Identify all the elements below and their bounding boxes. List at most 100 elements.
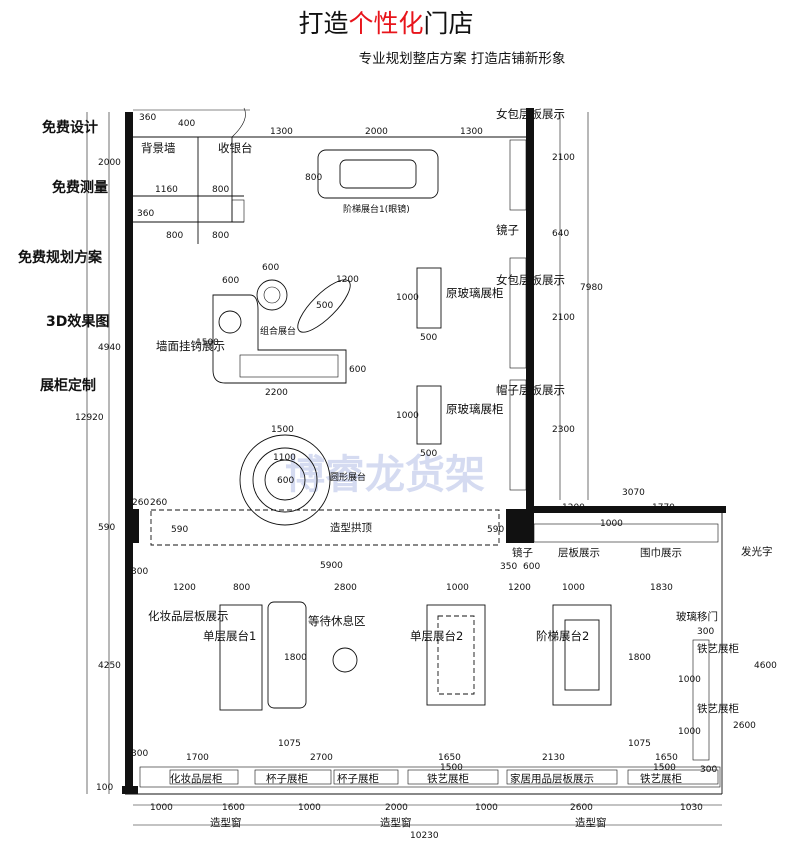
glass-door-label: 玻璃移门: [676, 610, 718, 623]
dim-label: 5900: [320, 561, 343, 571]
dim-label: 1650: [438, 753, 461, 763]
women-bag-shelf-b: 女包层板展示: [496, 273, 565, 287]
dim-label: 400: [178, 119, 195, 129]
glass-cabinet-1-label: 原玻璃展柜: [446, 286, 504, 300]
dim-label: 300: [697, 627, 714, 637]
dim-label: 1000: [298, 803, 321, 813]
dim-label: 1000: [678, 727, 701, 737]
dim-label: 1000: [678, 675, 701, 685]
dim-label: 2300: [552, 425, 575, 435]
dim-label: 2600: [570, 803, 593, 813]
step-stand-2-label: 阶梯展台2: [536, 629, 589, 643]
dim-label: 1800: [628, 653, 651, 663]
bottom-home-goods: 家居用品层板展示: [510, 772, 594, 785]
dim-label: 1830: [650, 583, 673, 593]
dim-label: 1030: [680, 803, 703, 813]
dim-label: 1800: [284, 653, 307, 663]
dim-label: 600: [262, 263, 279, 273]
dim-label: 3070: [622, 488, 645, 498]
dim-label: 1500: [440, 763, 463, 773]
side-label-free-measure: 免费测量: [52, 179, 108, 196]
window-c-label: 造型窗: [575, 816, 607, 829]
dim-label: 1000: [396, 411, 419, 421]
side-label-free-design: 免费设计: [42, 119, 98, 136]
dim-label: 2100: [552, 313, 575, 323]
back-wall-label: 背景墙: [141, 141, 176, 155]
right-pillar: [506, 509, 534, 543]
dim-label: 1100: [273, 453, 296, 463]
dim-label: 500: [420, 449, 437, 459]
combo-stand-label: 组合展台: [260, 325, 296, 337]
step-stand-1-label: 阶梯展台1(眼镜): [343, 203, 410, 215]
dim-label: 600: [349, 365, 366, 375]
dim-label: 1000: [562, 583, 585, 593]
window-a-label: 造型窗: [210, 816, 242, 829]
dim-label: 1000: [446, 583, 469, 593]
scarf-display-label: 围巾展示: [640, 546, 682, 559]
dim-label: 1650: [655, 753, 678, 763]
dim-label: 2600: [733, 721, 756, 731]
dim-label: 12920: [75, 413, 104, 423]
dim-label: 1000: [396, 293, 419, 303]
dim-label: 2700: [310, 753, 333, 763]
dim-label: 590: [487, 525, 504, 535]
dim-label: 10230: [410, 831, 439, 841]
side-label-3d: 3D效果图: [46, 313, 109, 330]
dim-label: 600: [523, 562, 540, 572]
extension-top-wall: [534, 506, 726, 513]
dim-label: 4250: [98, 661, 121, 671]
dim-label: 1300: [460, 127, 483, 137]
dim-label: 300: [131, 567, 148, 577]
dim-label: 2000: [385, 803, 408, 813]
dim-label: 2200: [265, 388, 288, 398]
dim-label: 600: [222, 276, 239, 286]
iron-cabinet-b: 铁艺展柜: [697, 702, 739, 715]
dim-label: 1000: [150, 803, 173, 813]
dim-label: 2000: [365, 127, 388, 137]
glass-cabinet-2-label: 原玻璃展柜: [446, 402, 504, 416]
dim-label: 360: [139, 113, 156, 123]
page-title: 打造个性化门店: [298, 9, 473, 38]
glass-cabinet-2: [416, 385, 442, 445]
lightbox-label: 发光字: [741, 545, 773, 558]
dim-label: 1600: [222, 803, 245, 813]
bottom-cup-cabinet-a: 杯子展柜: [266, 772, 308, 785]
single-stand-1: [219, 604, 263, 711]
dim-label: 800: [166, 231, 183, 241]
dim-label: 300: [131, 749, 148, 759]
step-stand-1: [317, 149, 439, 199]
waiting-area-label: 等待休息区: [308, 614, 366, 628]
single-stand-2-label: 单层展台2: [410, 629, 463, 643]
glass-cabinet-1: [416, 267, 442, 329]
dim-label: 7980: [580, 283, 603, 293]
dim-label: 640: [552, 229, 569, 239]
dim-label: 600: [277, 476, 294, 486]
dim-label: 260: [132, 498, 149, 508]
step-stand-2: [552, 604, 612, 706]
bottom-cosmetic-cabinet: 化妆品层柜: [170, 772, 223, 785]
hat-shelf: 帽子层板展示: [496, 383, 565, 397]
women-bag-shelf-a: 女包层板展示: [496, 107, 565, 121]
arch-ceiling-label: 造型拱顶: [330, 521, 372, 534]
round-stand-label: 圆形展台: [330, 471, 366, 483]
bottom-iron-cabinet: 铁艺展柜: [427, 772, 469, 785]
dim-label: 260: [150, 498, 167, 508]
combo-stand: [212, 294, 347, 384]
dim-label: 1075: [278, 739, 301, 749]
dim-label: 350: [500, 562, 517, 572]
dim-label: 2100: [552, 153, 575, 163]
page-subtitle: 专业规划整店方案 打造店铺新形象: [359, 50, 566, 67]
wall-hook-label: 墙面挂钩展示: [156, 339, 225, 353]
dim-label: 800: [212, 231, 229, 241]
mirror-2-label: 镜子: [512, 546, 533, 559]
dim-label: 1770: [652, 503, 675, 513]
side-label-custom-cabinet: 展柜定制: [40, 377, 96, 394]
dim-label: 1200: [508, 583, 531, 593]
cashier-label: 收银台: [218, 141, 253, 155]
dim-label: 1200: [336, 275, 359, 285]
corner-block: [122, 786, 138, 794]
bottom-iron-cabinet-2: 铁艺展柜: [640, 772, 682, 785]
dim-label: 1075: [628, 739, 651, 749]
left-wall: [125, 112, 133, 794]
